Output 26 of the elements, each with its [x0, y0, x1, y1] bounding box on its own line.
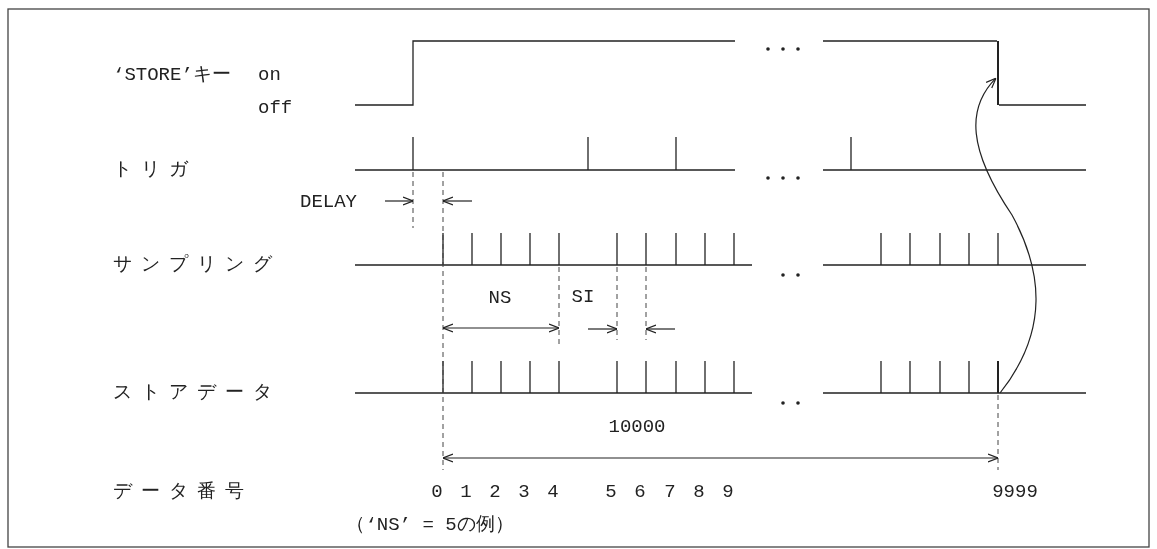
signal-label: ‘STORE’キー [113, 64, 231, 86]
data-number: 8 [693, 481, 705, 503]
data-number: 1 [460, 481, 472, 503]
level-label: off [258, 97, 293, 119]
signal-label: ストアデータ [113, 382, 281, 404]
falling-edge [997, 41, 999, 105]
data-number: 5 [605, 481, 617, 503]
dimension-label: SI [571, 286, 595, 308]
pulse-line [997, 361, 999, 393]
signal-label: サンプリング [113, 254, 281, 276]
data-number: 2 [489, 481, 501, 503]
curved-arrow [975, 77, 1037, 394]
level-label: on [258, 64, 281, 86]
signal-label: トリガ [113, 159, 197, 181]
data-number: 6 [634, 481, 646, 503]
data-number: 7 [664, 481, 676, 503]
dimension-label: 10000 [608, 416, 666, 438]
data-number: 4 [547, 481, 559, 503]
dimension-label: DELAY [300, 191, 357, 213]
data-number: 9 [722, 481, 734, 503]
dimension-label: NS [488, 287, 512, 309]
data-number: 9999 [992, 481, 1038, 503]
note: （‘NS’ = 5の例） [346, 514, 514, 536]
axis-label: データ番号 [113, 481, 253, 503]
data-number: 3 [518, 481, 530, 503]
data-number: 0 [431, 481, 443, 503]
